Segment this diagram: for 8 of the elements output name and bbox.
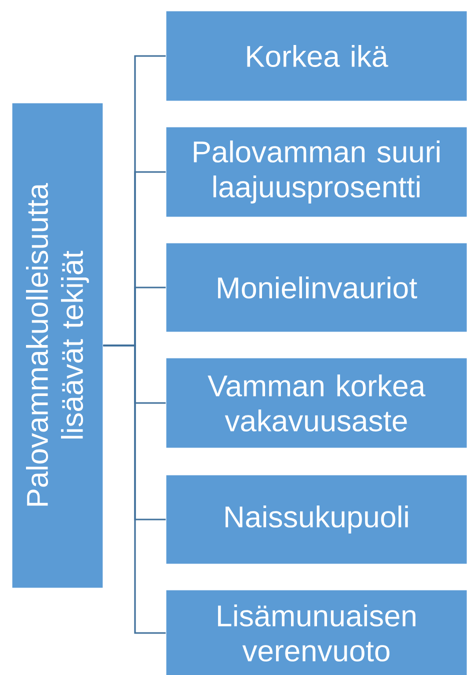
factor-box: Lisämunuaisen verenvuoto [166, 590, 467, 675]
factor-box: Palovamman suuri laajuusprosentti [166, 126, 467, 218]
connector-line [103, 344, 166, 634]
factor-box: Monielinvauriot [166, 242, 467, 332]
factor-box: Korkea ikä [166, 10, 467, 102]
factor-box: Vamman korkea vakavuusaste [166, 358, 467, 448]
factor-box: Naissukupuoli [166, 474, 467, 564]
category-box: Palovammakuolleisuutta lisäävät tekijät [12, 102, 104, 588]
